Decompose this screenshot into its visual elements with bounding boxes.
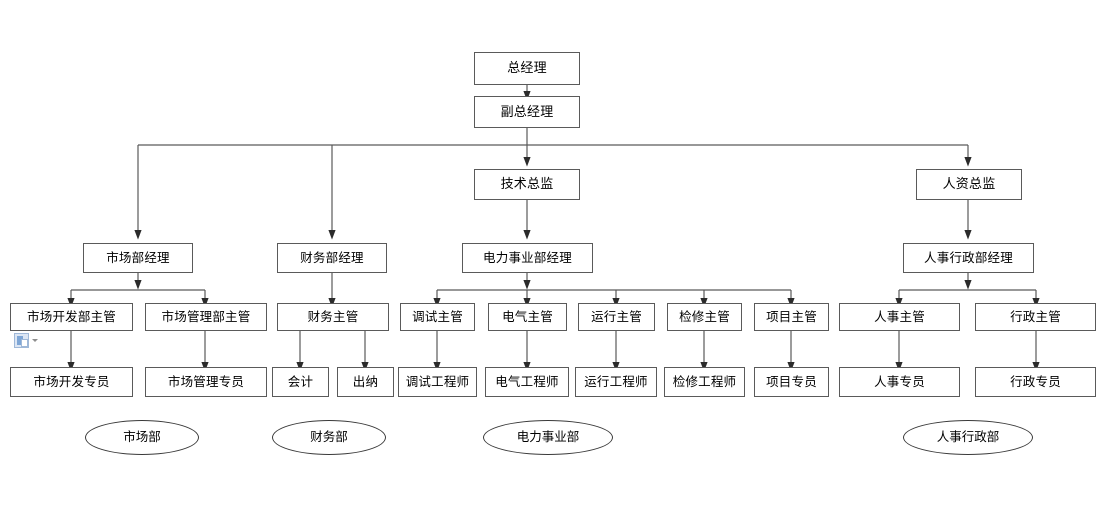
- node-admin-supervisor[interactable]: 行政主管: [975, 303, 1096, 331]
- node-project-supervisor[interactable]: 项目主管: [754, 303, 829, 331]
- node-deputy-general-manager[interactable]: 副总经理: [474, 96, 580, 128]
- department-hr-admin[interactable]: 人事行政部: [903, 420, 1033, 455]
- node-maintenance-supervisor[interactable]: 检修主管: [667, 303, 742, 331]
- node-commission-engineer[interactable]: 调试工程师: [398, 367, 477, 397]
- node-tech-director[interactable]: 技术总监: [474, 169, 580, 200]
- node-accountant[interactable]: 会计: [272, 367, 329, 397]
- node-hr-director[interactable]: 人资总监: [916, 169, 1022, 200]
- node-operation-engineer[interactable]: 运行工程师: [575, 367, 657, 397]
- node-project-specialist[interactable]: 项目专员: [754, 367, 829, 397]
- node-hr-specialist[interactable]: 人事专员: [839, 367, 960, 397]
- department-market[interactable]: 市场部: [85, 420, 199, 455]
- paste-options-icon[interactable]: [14, 333, 38, 348]
- department-power[interactable]: 电力事业部: [483, 420, 613, 455]
- node-finance-supervisor[interactable]: 财务主管: [277, 303, 389, 331]
- node-general-manager[interactable]: 总经理: [474, 52, 580, 85]
- node-commission-supervisor[interactable]: 调试主管: [400, 303, 475, 331]
- node-electrical-supervisor[interactable]: 电气主管: [488, 303, 567, 331]
- node-finance-manager[interactable]: 财务部经理: [277, 243, 387, 273]
- node-power-division-manager[interactable]: 电力事业部经理: [462, 243, 593, 273]
- clipboard-icon: [14, 333, 29, 348]
- department-finance[interactable]: 财务部: [272, 420, 386, 455]
- node-hr-supervisor[interactable]: 人事主管: [839, 303, 960, 331]
- node-market-admin-specialist[interactable]: 市场管理专员: [145, 367, 267, 397]
- node-hr-admin-manager[interactable]: 人事行政部经理: [903, 243, 1034, 273]
- node-maintenance-engineer[interactable]: 检修工程师: [664, 367, 745, 397]
- node-electrical-engineer[interactable]: 电气工程师: [485, 367, 569, 397]
- node-market-dev-supervisor[interactable]: 市场开发部主管: [10, 303, 133, 331]
- node-cashier[interactable]: 出纳: [337, 367, 394, 397]
- node-market-admin-supervisor[interactable]: 市场管理部主管: [145, 303, 267, 331]
- node-operation-supervisor[interactable]: 运行主管: [578, 303, 655, 331]
- node-market-dev-specialist[interactable]: 市场开发专员: [10, 367, 133, 397]
- node-market-manager[interactable]: 市场部经理: [83, 243, 193, 273]
- chevron-down-icon: [32, 339, 38, 342]
- node-admin-specialist[interactable]: 行政专员: [975, 367, 1096, 397]
